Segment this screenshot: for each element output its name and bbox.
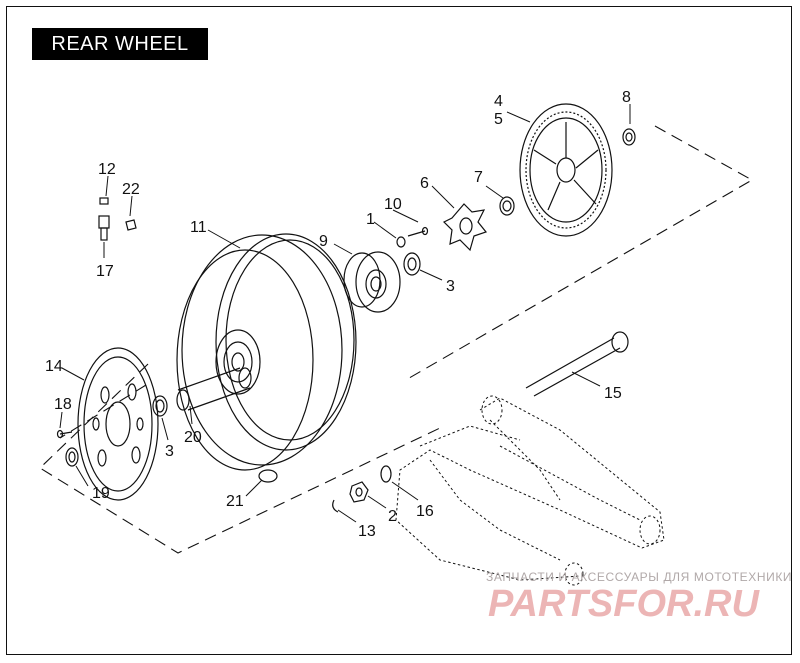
bearing-7	[499, 196, 515, 216]
axle-spacer-20	[176, 367, 252, 411]
title-banner: REAR WHEEL	[32, 28, 208, 60]
callout-13: 13	[358, 523, 376, 540]
spacer-8	[622, 128, 636, 146]
callout-3-left: 3	[165, 443, 174, 460]
brake-disc	[77, 347, 159, 501]
bearing-3-right	[403, 252, 421, 276]
callout-21: 21	[226, 493, 244, 510]
bolt-10	[407, 226, 429, 237]
callout-4: 4	[494, 93, 503, 110]
washer-16	[380, 465, 392, 483]
callout-12: 12	[98, 161, 116, 178]
callout-18: 18	[54, 396, 72, 413]
callout-9: 9	[319, 233, 328, 250]
callout-19: 19	[92, 485, 110, 502]
washer-1	[396, 236, 406, 248]
bearing-3-left	[152, 395, 168, 417]
cush-drive-6	[442, 203, 488, 252]
callout-8: 8	[622, 89, 631, 106]
rear-wheel	[176, 233, 357, 471]
callout-2: 2	[388, 508, 397, 525]
watermark: ЗАПЧАСТИ И АКСЕССУАРЫ ДЛЯ МОТОТЕХНИКИ PA…	[486, 570, 792, 625]
valve-fittings	[98, 197, 137, 241]
sprocket-hub-9	[343, 251, 401, 313]
callout-20: 20	[184, 429, 202, 446]
swingarm	[395, 395, 665, 586]
callout-16: 16	[416, 503, 434, 520]
callout-22: 22	[122, 181, 140, 198]
watermark-tagline: ЗАПЧАСТИ И АКСЕССУАРЫ ДЛЯ МОТОТЕХНИКИ	[486, 570, 792, 584]
rear-sprocket	[519, 103, 613, 237]
callout-17: 17	[96, 263, 114, 280]
o-ring-21	[258, 469, 278, 483]
callout-11: 11	[190, 219, 207, 236]
spacer-19	[65, 447, 79, 467]
axle-15	[525, 331, 629, 397]
callout-3-right: 3	[446, 278, 455, 295]
screw-18	[56, 429, 73, 439]
assembly-dash-lines	[39, 125, 754, 554]
callout-14: 14	[45, 358, 63, 375]
axle-nut-2	[349, 481, 369, 503]
diagram-title: REAR WHEEL	[51, 33, 189, 55]
callout-7: 7	[474, 169, 483, 186]
callout-labels: 1 2 3 3 4 5 6 7 8 9 10 11 12 13 14 15 16…	[45, 89, 631, 540]
diagram-frame	[6, 6, 792, 655]
callout-10: 10	[384, 196, 402, 213]
callout-5: 5	[494, 111, 503, 128]
watermark-brand: PARTSFOR.RU	[488, 583, 760, 625]
callout-6: 6	[420, 175, 429, 192]
callout-leaders	[59, 104, 631, 523]
callout-15: 15	[604, 385, 622, 402]
callout-1: 1	[366, 211, 375, 228]
clip-13	[332, 499, 339, 513]
